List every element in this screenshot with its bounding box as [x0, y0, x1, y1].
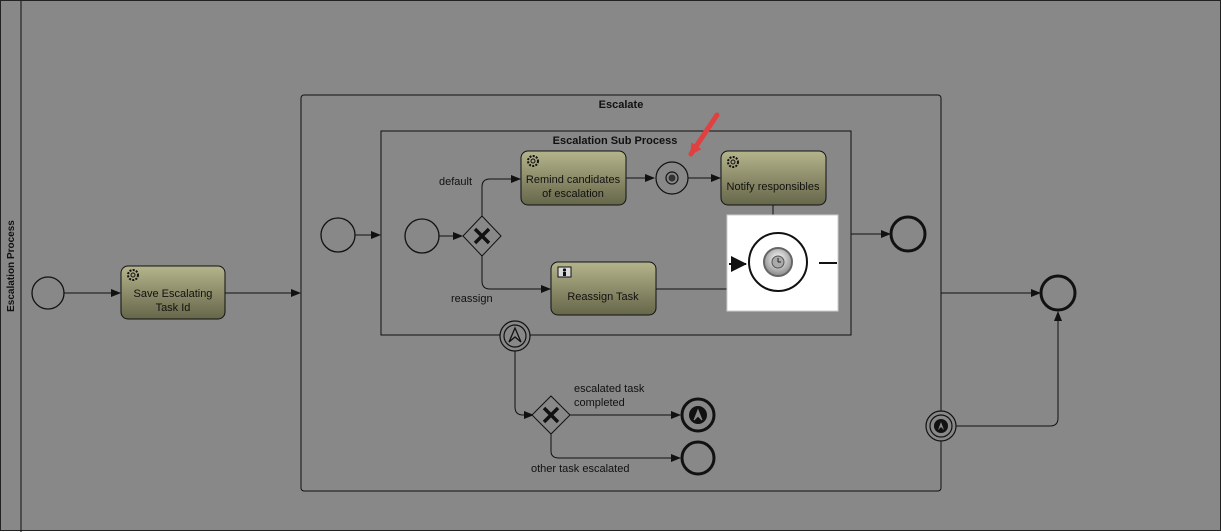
- gear-icon: [527, 155, 539, 167]
- flow-label-other: other task escalated: [531, 463, 629, 475]
- boundary-escalation-event[interactable]: [499, 320, 531, 352]
- flow-boundary-to-gateway2[interactable]: [514, 351, 534, 419]
- flow-label-reassign: reassign: [451, 293, 493, 305]
- magnified-timer-inset: [726, 214, 839, 312]
- end-event-other[interactable]: [680, 440, 716, 476]
- highlight-arrow: [688, 112, 720, 157]
- task-notify-line1: Notify responsibles: [727, 181, 820, 193]
- subprocess-escalation-sub[interactable]: Escalation Sub Process: [380, 130, 852, 336]
- flow-other-escalated[interactable]: [550, 434, 681, 462]
- boundary-escalation-event-outer[interactable]: [925, 410, 957, 442]
- task-notify-responsibles[interactable]: Notify responsibles: [720, 150, 827, 206]
- flow-boundary-outer-to-end[interactable]: [956, 311, 1062, 427]
- clock-icon: [668, 174, 676, 182]
- escalation-icon: [508, 326, 522, 343]
- flow-label-escalated-1: escalated task: [574, 383, 645, 395]
- task-reassign[interactable]: Reassign Task: [550, 261, 657, 316]
- start-event[interactable]: [31, 276, 65, 310]
- task-save-escalating[interactable]: Save Escalating Task Id: [120, 265, 226, 320]
- flow-default[interactable]: [481, 175, 521, 216]
- flow-reassign[interactable]: [481, 256, 551, 293]
- lane: Escalation Process: [6, 1, 22, 532]
- subprocess-escalate-title: Escalate: [599, 99, 644, 111]
- subprocess-inner-title: Escalation Sub Process: [553, 135, 678, 147]
- task-remind-line2: of escalation: [542, 188, 604, 200]
- inner-start-event[interactable]: [404, 218, 440, 254]
- lane-label: Escalation Process: [6, 220, 17, 312]
- flow-label-escalated-2: completed: [574, 397, 625, 409]
- escalation-icon: [938, 422, 944, 430]
- task-remind-candidates[interactable]: Remind candidates of escalation: [520, 150, 627, 206]
- task-save-line2: Task Id: [156, 302, 191, 314]
- escalate-end-event[interactable]: [889, 215, 927, 253]
- task-remind-line1: Remind candidates: [526, 174, 621, 186]
- intermediate-timer-event[interactable]: [655, 161, 689, 195]
- gear-icon: [127, 269, 139, 281]
- x-icon: [542, 406, 560, 424]
- task-save-line1: Save Escalating: [134, 288, 213, 300]
- task-reassign-line1: Reassign Task: [567, 291, 639, 303]
- exclusive-gateway-2[interactable]: [531, 395, 571, 435]
- user-task-icon: [557, 266, 572, 278]
- flow-label-default: default: [439, 176, 472, 188]
- end-escalation-event[interactable]: [680, 397, 716, 433]
- escalation-icon: [693, 408, 703, 421]
- exclusive-gateway-1[interactable]: [462, 215, 502, 257]
- x-icon: [473, 227, 491, 245]
- process-end-event[interactable]: [1039, 274, 1077, 312]
- gear-icon: [727, 156, 739, 168]
- escalate-start-event[interactable]: [320, 217, 356, 253]
